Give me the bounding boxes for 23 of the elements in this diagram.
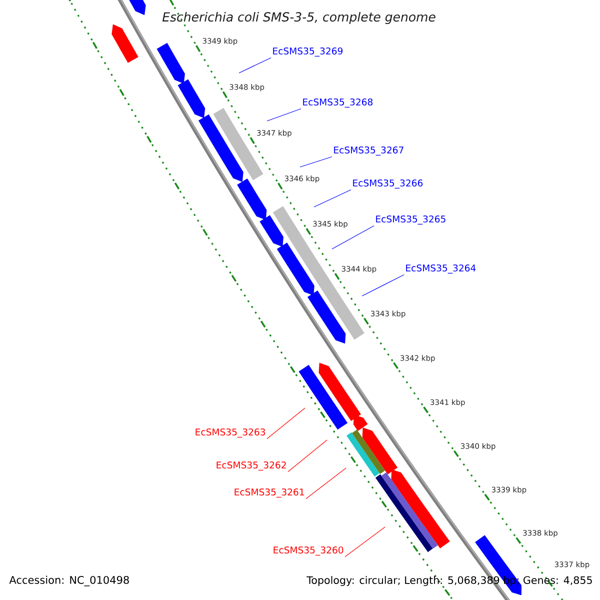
leader-line <box>300 156 332 168</box>
gene-label: EcSMS35_3263 <box>196 428 266 438</box>
gene-label: EcSMS35_3264 <box>406 264 476 274</box>
leader-line <box>288 440 328 472</box>
leader-line <box>266 408 306 440</box>
gene-label: EcSMS35_3261 <box>234 488 304 498</box>
gene-label: EcSMS35_3267 <box>334 146 404 156</box>
leader-line <box>306 468 346 500</box>
leader-line <box>238 57 272 74</box>
gene-label: EcSMS35_3262 <box>216 461 286 471</box>
leader-line <box>362 274 404 296</box>
gene-label: EcSMS35_3266 <box>353 179 423 189</box>
leader-line <box>266 108 302 122</box>
gene-label: EcSMS35_3269 <box>273 47 343 57</box>
leader-line <box>314 189 352 208</box>
accession-text: Accession: NC_010498 <box>9 576 129 586</box>
leader-line <box>344 526 386 558</box>
summary-text: Topology: circular; Length: 5,068,389 bp; Genes: 4,855 <box>306 576 592 586</box>
gene-label: EcSMS35_3268 <box>303 98 373 108</box>
title: Escherichia coli SMS-3-5, complete genome <box>162 12 436 24</box>
gene-label: EcSMS35_3260 <box>274 546 344 556</box>
gene-label: EcSMS35_3265 <box>376 215 446 225</box>
leader-line <box>332 225 374 250</box>
